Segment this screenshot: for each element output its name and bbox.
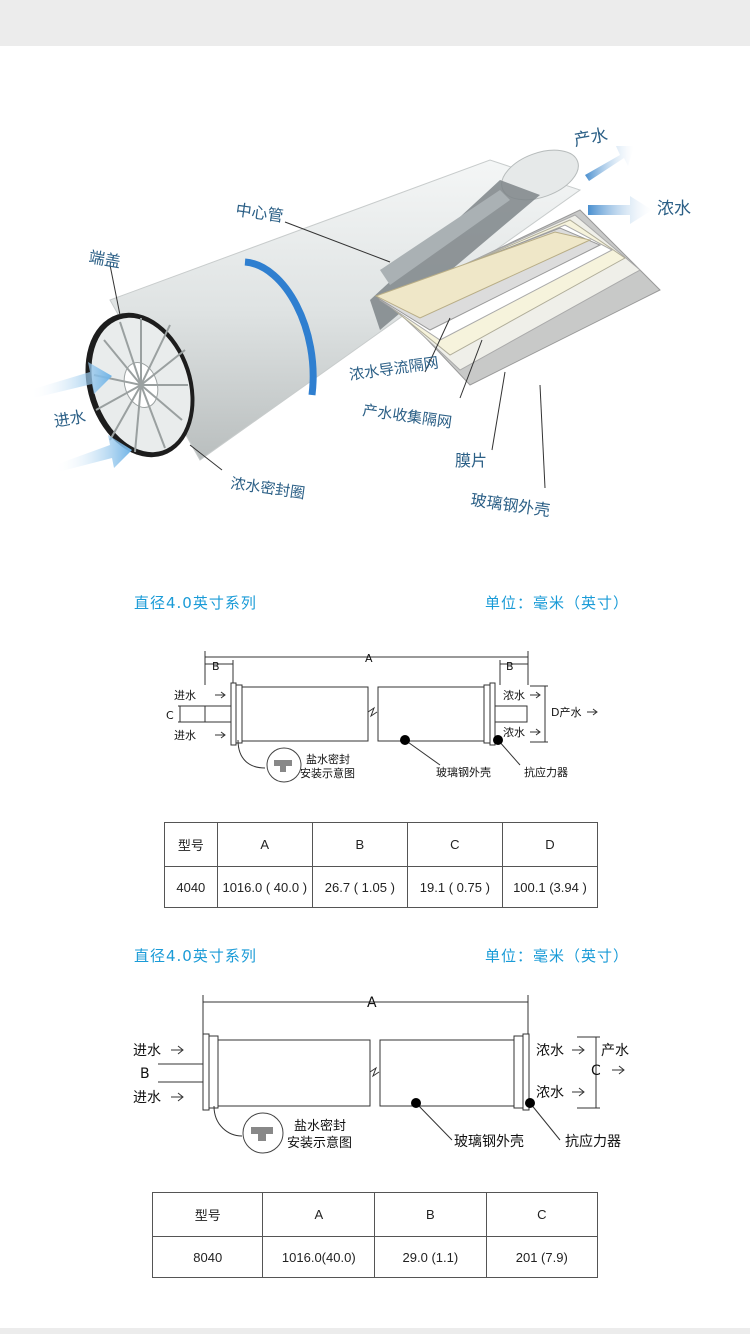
header-A-2: A xyxy=(262,1192,376,1237)
concentrate-spacer-label: 浓水导流隔网 xyxy=(348,354,440,384)
product-water-label: 产水 xyxy=(572,125,609,151)
membrane-sheet-label: 膜片 xyxy=(455,451,487,470)
cell-A-2: 1016.0(40.0) xyxy=(262,1236,376,1278)
cell-C-2: 201 (7.9) xyxy=(485,1236,599,1278)
dim-A: A xyxy=(365,652,373,665)
header-model: 型号 xyxy=(164,822,218,867)
shell-marker-dot-2 xyxy=(411,1098,421,1108)
cell-C: 19.1 ( 0.75 ) xyxy=(406,866,503,908)
brine-seal-label: 浓水密封圈 xyxy=(229,474,306,502)
section2-unit: 单位：毫米（英寸） xyxy=(485,947,630,965)
product-label-2: 产水 xyxy=(601,1043,629,1059)
section1-title: 直径4.0英寸系列 xyxy=(134,594,257,612)
anti-force-marker-dot xyxy=(493,735,503,745)
table-header-row-2: 型号 A B C xyxy=(151,1192,599,1237)
feed-arrow-top xyxy=(30,362,112,398)
section2-spec-table: 型号 A B C 8040 1016.0(40.0) 29.0 (1.1) 20… xyxy=(151,1192,599,1278)
conc-bottom-label: 浓水 xyxy=(503,726,525,739)
feed-top-label: 进水 xyxy=(174,689,196,702)
anti-force-label: 抗应力器 xyxy=(524,765,568,779)
header-C: C xyxy=(406,822,503,867)
shell-label-2: 玻璃钢外壳 xyxy=(454,1133,524,1150)
conc-top-label-2: 浓水 xyxy=(536,1043,564,1059)
membrane-layers xyxy=(374,209,661,386)
header-B-2: B xyxy=(374,1192,487,1237)
header-B: B xyxy=(311,822,408,867)
header-model-2: 型号 xyxy=(151,1192,264,1237)
concentrate-label: 浓水 xyxy=(657,199,691,219)
shell-label: 玻璃钢外壳 xyxy=(436,765,491,779)
end-cap-face xyxy=(85,312,195,458)
cell-D: 100.1 (3.94 ) xyxy=(501,866,599,908)
header-A: A xyxy=(216,822,313,867)
seal-detail-icon xyxy=(274,760,292,772)
feed-bottom-label-2: 进水 xyxy=(133,1090,161,1106)
section1-unit: 单位：毫米（英寸） xyxy=(485,594,630,612)
seal-label-2-1: 盐水密封 xyxy=(294,1118,346,1134)
section1-spec-table: 型号 A B C D 4040 1016.0 ( 40.0 ) 26.7 ( 1… xyxy=(164,822,599,908)
table-header-row: 型号 A B C D xyxy=(164,822,599,867)
table-row: 8040 1016.0(40.0) 29.0 (1.1) 201 (7.9) xyxy=(151,1236,599,1278)
membrane-cutaway-illustration: 产水 浓水 中心管 端盖 进水 浓水导流隔网 产水收集隔网 膜片 玻璃钢外壳 浓… xyxy=(30,125,691,520)
header-C-2: C xyxy=(485,1192,599,1237)
end-cap-label: 端盖 xyxy=(87,247,122,271)
header-D: D xyxy=(501,822,599,867)
dim-B-left: B xyxy=(212,660,220,673)
fiberglass-shell-label: 玻璃钢外壳 xyxy=(469,490,551,520)
dim-C: C xyxy=(166,709,174,722)
feed-label: 进水 xyxy=(52,407,87,431)
feed-bottom-label: 进水 xyxy=(174,729,196,742)
leader-lines xyxy=(109,221,546,489)
cell-B: 26.7 ( 1.05 ) xyxy=(311,866,408,908)
table-row: 4040 1016.0 ( 40.0 ) 26.7 ( 1.05 ) 19.1 … xyxy=(164,866,599,908)
section2-title: 直径4.0英寸系列 xyxy=(134,947,257,965)
seal-label-2-2: 安装示意图 xyxy=(287,1135,352,1151)
shell-marker-dot xyxy=(400,735,410,745)
anti-force-label-2: 抗应力器 xyxy=(565,1133,621,1150)
center-tube-label: 中心管 xyxy=(234,200,284,225)
top-bar xyxy=(0,0,750,46)
anti-force-marker-dot-2 xyxy=(525,1098,535,1108)
cell-model: 4040 xyxy=(164,866,218,908)
dim-A-2: A xyxy=(367,995,377,1011)
seal-label-1: 盐水密封 xyxy=(306,752,350,766)
dim-C-2: C xyxy=(591,1063,601,1079)
conc-bottom-label-2: 浓水 xyxy=(536,1085,564,1101)
bottom-bar xyxy=(0,1328,750,1334)
seal-label-2: 安装示意图 xyxy=(300,766,355,780)
dim-B-2: B xyxy=(140,1066,150,1082)
section2-dimension-diagram: A B C 进水 进水 浓水 浓水 产水 盐水密封 安装示意图 玻璃钢外壳 抗应… xyxy=(133,995,629,1154)
product-arrow xyxy=(585,146,634,181)
feed-top-label-2: 进水 xyxy=(133,1043,161,1059)
cell-B-2: 29.0 (1.1) xyxy=(374,1236,487,1278)
seal-detail-icon-2 xyxy=(251,1127,273,1141)
conc-top-label: 浓水 xyxy=(503,689,525,702)
section1-dimension-diagram: A B B C 进水 进水 浓水 浓水 D产水 盐水密封 安装示意图 玻璃钢外壳… xyxy=(166,651,598,783)
permeate-spacer-label: 产水收集隔网 xyxy=(361,401,453,431)
dim-B-right: B xyxy=(506,660,514,673)
feed-arrow-bottom xyxy=(55,435,132,472)
cell-A: 1016.0 ( 40.0 ) xyxy=(216,866,313,908)
concentrate-arrow xyxy=(588,196,652,224)
cell-model-2: 8040 xyxy=(151,1236,264,1278)
dim-D-product: D产水 xyxy=(551,705,581,719)
